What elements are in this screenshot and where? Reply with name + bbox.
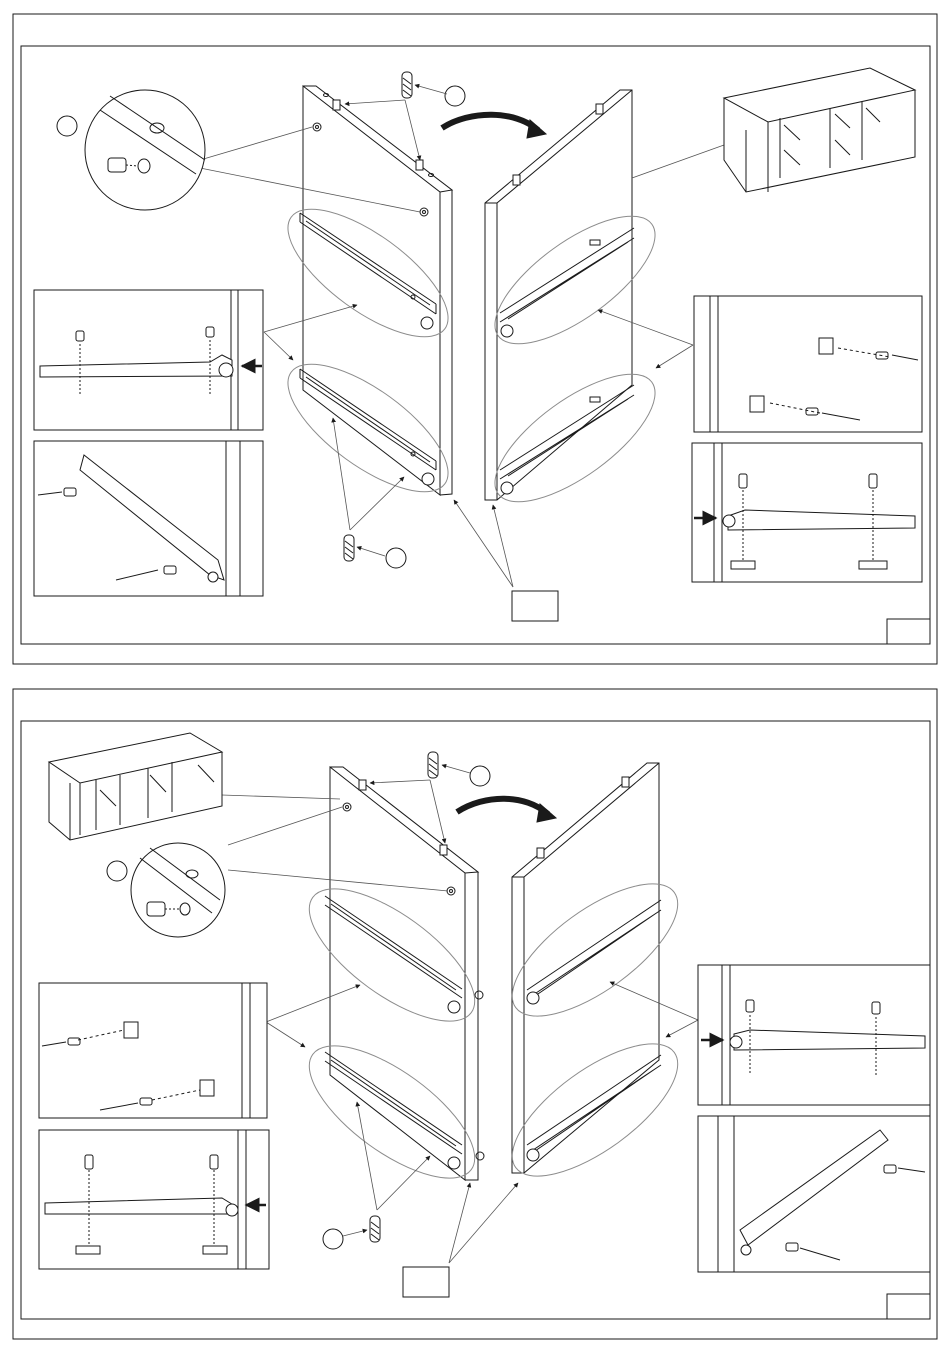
step-1-slide-screw-detail-left [34,290,263,430]
step-1-leader-lines [200,85,724,587]
step-2-panel [13,689,937,1339]
step-1-dowel-bottom [344,535,354,561]
callout [323,1229,343,1249]
callout [470,766,490,786]
step-2-slide-screw-detail-left [39,1130,269,1269]
step-2-rotate-arrow [457,799,548,814]
step-2-part-label-box [403,1267,449,1297]
step-1-slide-mount-detail-left [34,441,263,596]
callout [107,861,127,881]
step-1-panel [13,14,937,664]
step-2-cabinet-overview [49,733,222,840]
step-1-part-label-box [512,591,558,621]
step-2-rotate-arrow-head [537,804,556,822]
step-1-cam-lock-detail [85,90,205,210]
callout [386,548,406,568]
step-2-cam-lock-detail [131,843,225,937]
step-2-dowel-bottom [370,1216,380,1242]
step-1-cabinet-overview [724,68,915,192]
callout [445,86,465,106]
step-1-rotate-arrow [442,115,538,130]
step-1-page-number-box [887,619,930,644]
step-1-rotate-arrow-head [527,120,546,138]
step-2-left-board [330,767,478,1180]
step-1-bracket-detail-right [694,296,922,432]
step-1-slide-screw-detail-right [692,443,922,582]
step-1-dowel-top [402,72,412,98]
callout [57,116,77,136]
step-2-bracket-detail-left [39,983,267,1118]
step-2-slide-mount-detail-right [698,1116,930,1272]
step-2-slide-screw-detail-right [698,965,930,1105]
step-2-dowel-top [428,752,438,778]
step-2-page-number-box [887,1294,930,1319]
